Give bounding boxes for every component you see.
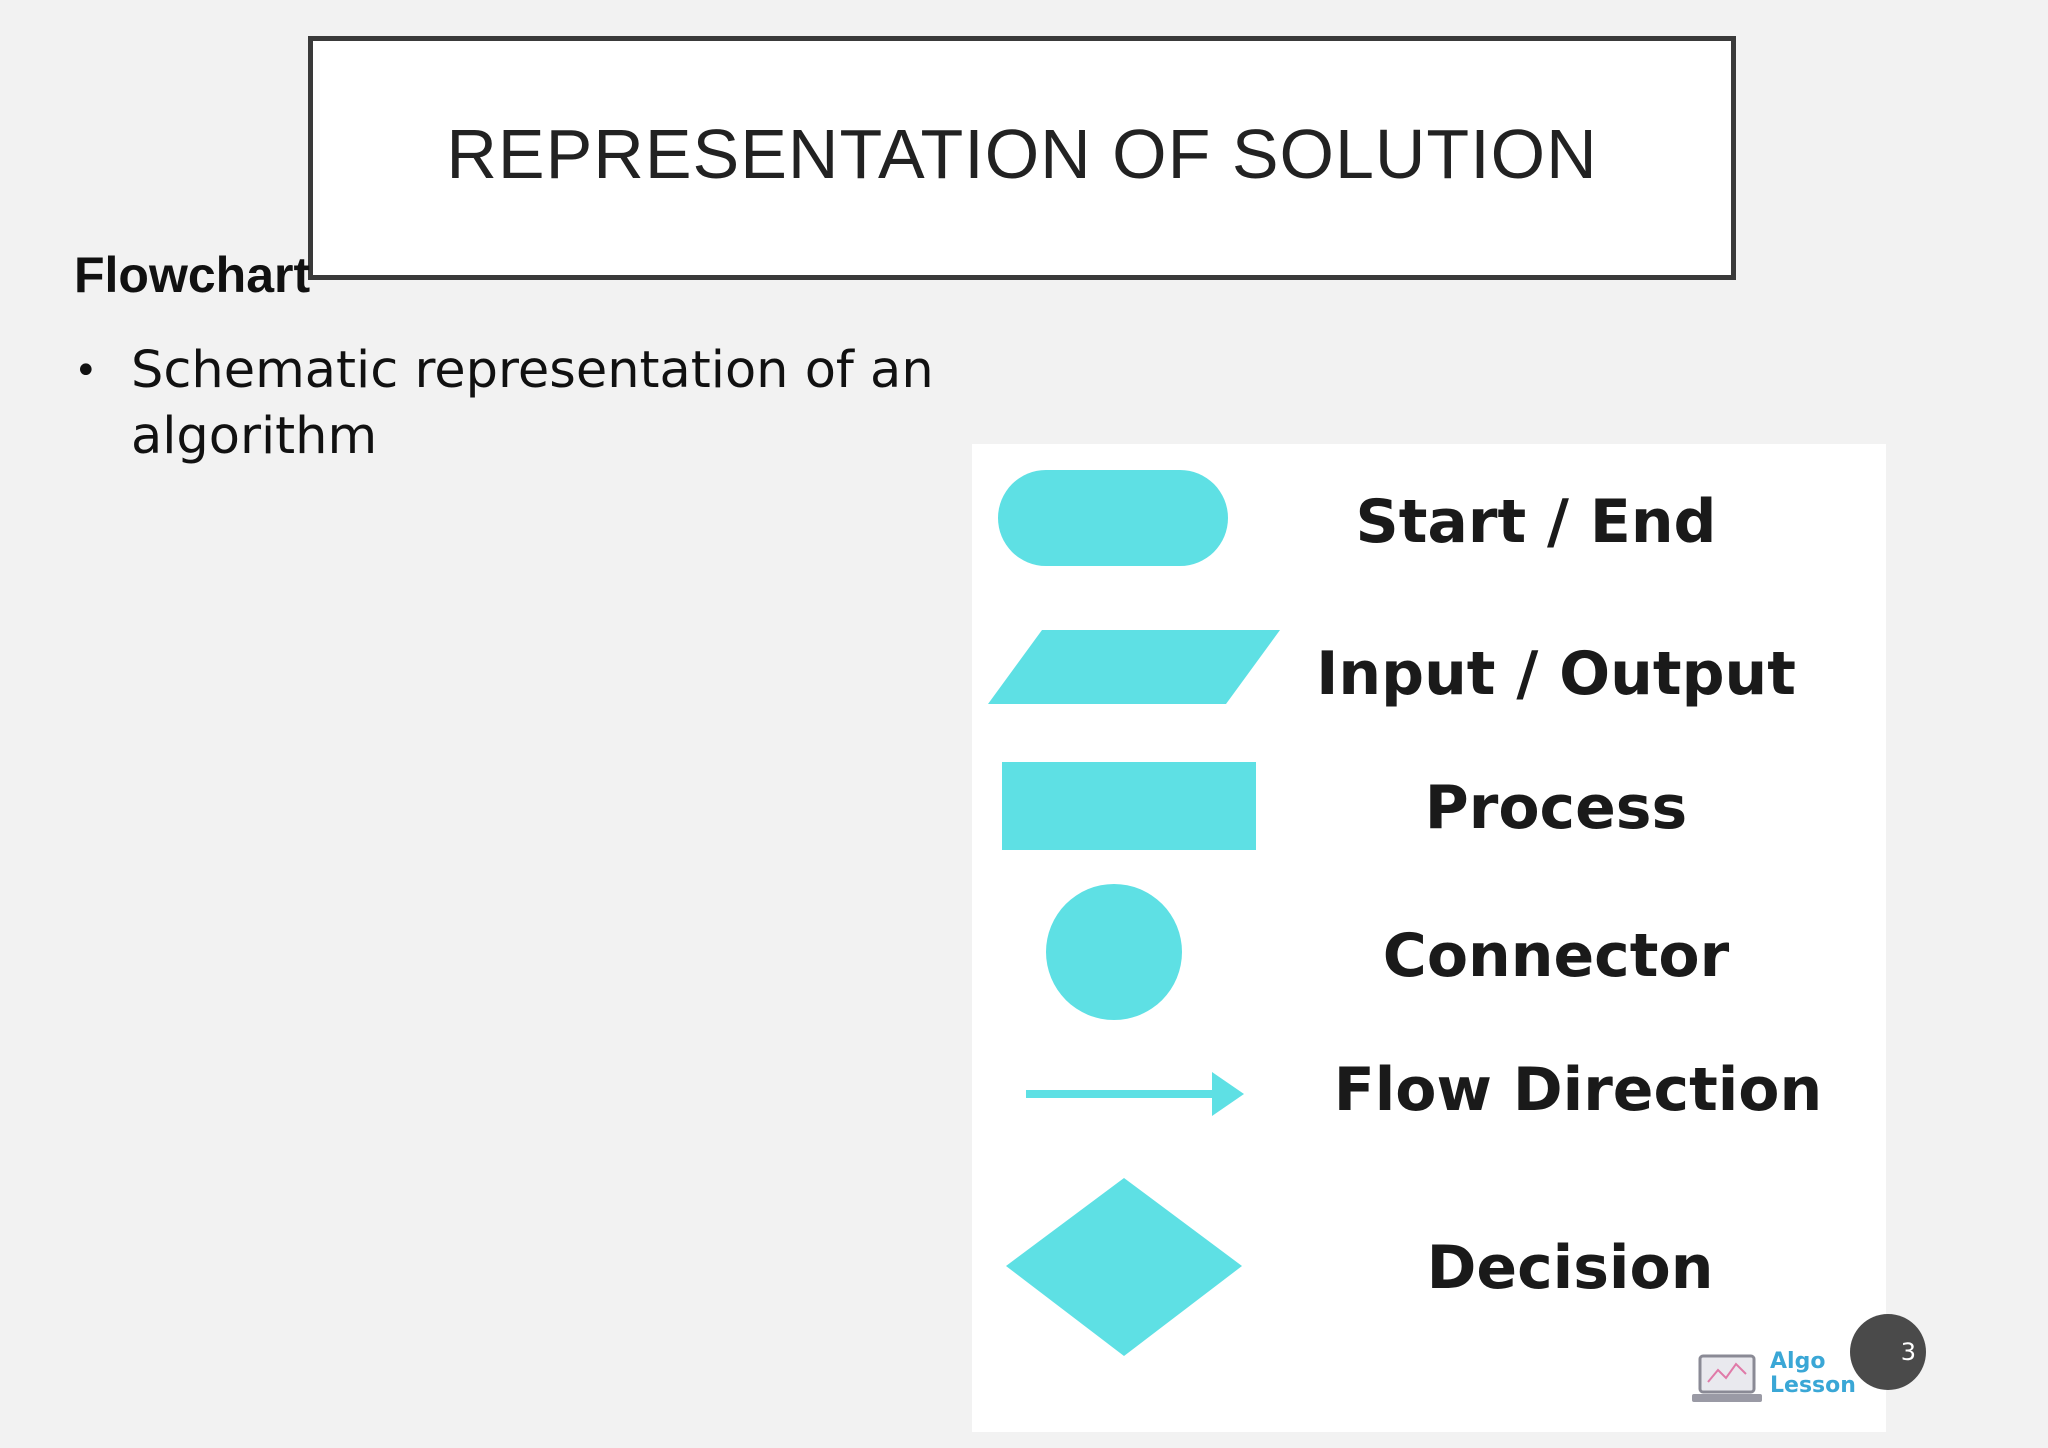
bullet-item: • Schematic representation of an algorit… — [74, 338, 974, 470]
parallelogram-shape — [988, 630, 1280, 704]
slide-title: REPRESENTATION OF SOLUTION — [446, 115, 1598, 193]
legend-label-connector: Connector — [1382, 921, 1730, 991]
legend-label-input-output: Input / Output — [1316, 639, 1796, 709]
title-box: REPRESENTATION OF SOLUTION — [308, 36, 1736, 280]
page-number-badge: 3 — [1850, 1314, 1926, 1390]
flowchart-legend-image: Start / End Input / Output Process Conne… — [972, 444, 1886, 1432]
legend-label-decision: Decision — [1426, 1233, 1714, 1303]
arrow-head — [1212, 1072, 1244, 1116]
legend-label-process: Process — [1424, 773, 1688, 843]
legend-shapes — [988, 470, 1280, 1356]
bullet-icon: • — [74, 348, 98, 394]
diamond-shape — [1006, 1178, 1242, 1356]
laptop-icon — [1692, 1354, 1762, 1402]
circle-shape — [1046, 884, 1182, 1020]
logo-text: Algo Lesson — [1770, 1349, 1856, 1398]
algolesson-logo: Algo Lesson — [1690, 1350, 1870, 1414]
rectangle-shape — [1002, 762, 1256, 850]
bullet-list: • Schematic representation of an algorit… — [74, 338, 974, 470]
legend-label-flow-direction: Flow Direction — [1333, 1055, 1823, 1125]
bullet-text: Schematic representation of an algorithm — [130, 341, 934, 466]
legend-label-start-end: Start / End — [1355, 487, 1717, 557]
page-number: 3 — [1900, 1338, 1916, 1366]
subheading: Flowchart — [74, 247, 311, 303]
terminator-shape — [998, 470, 1228, 566]
